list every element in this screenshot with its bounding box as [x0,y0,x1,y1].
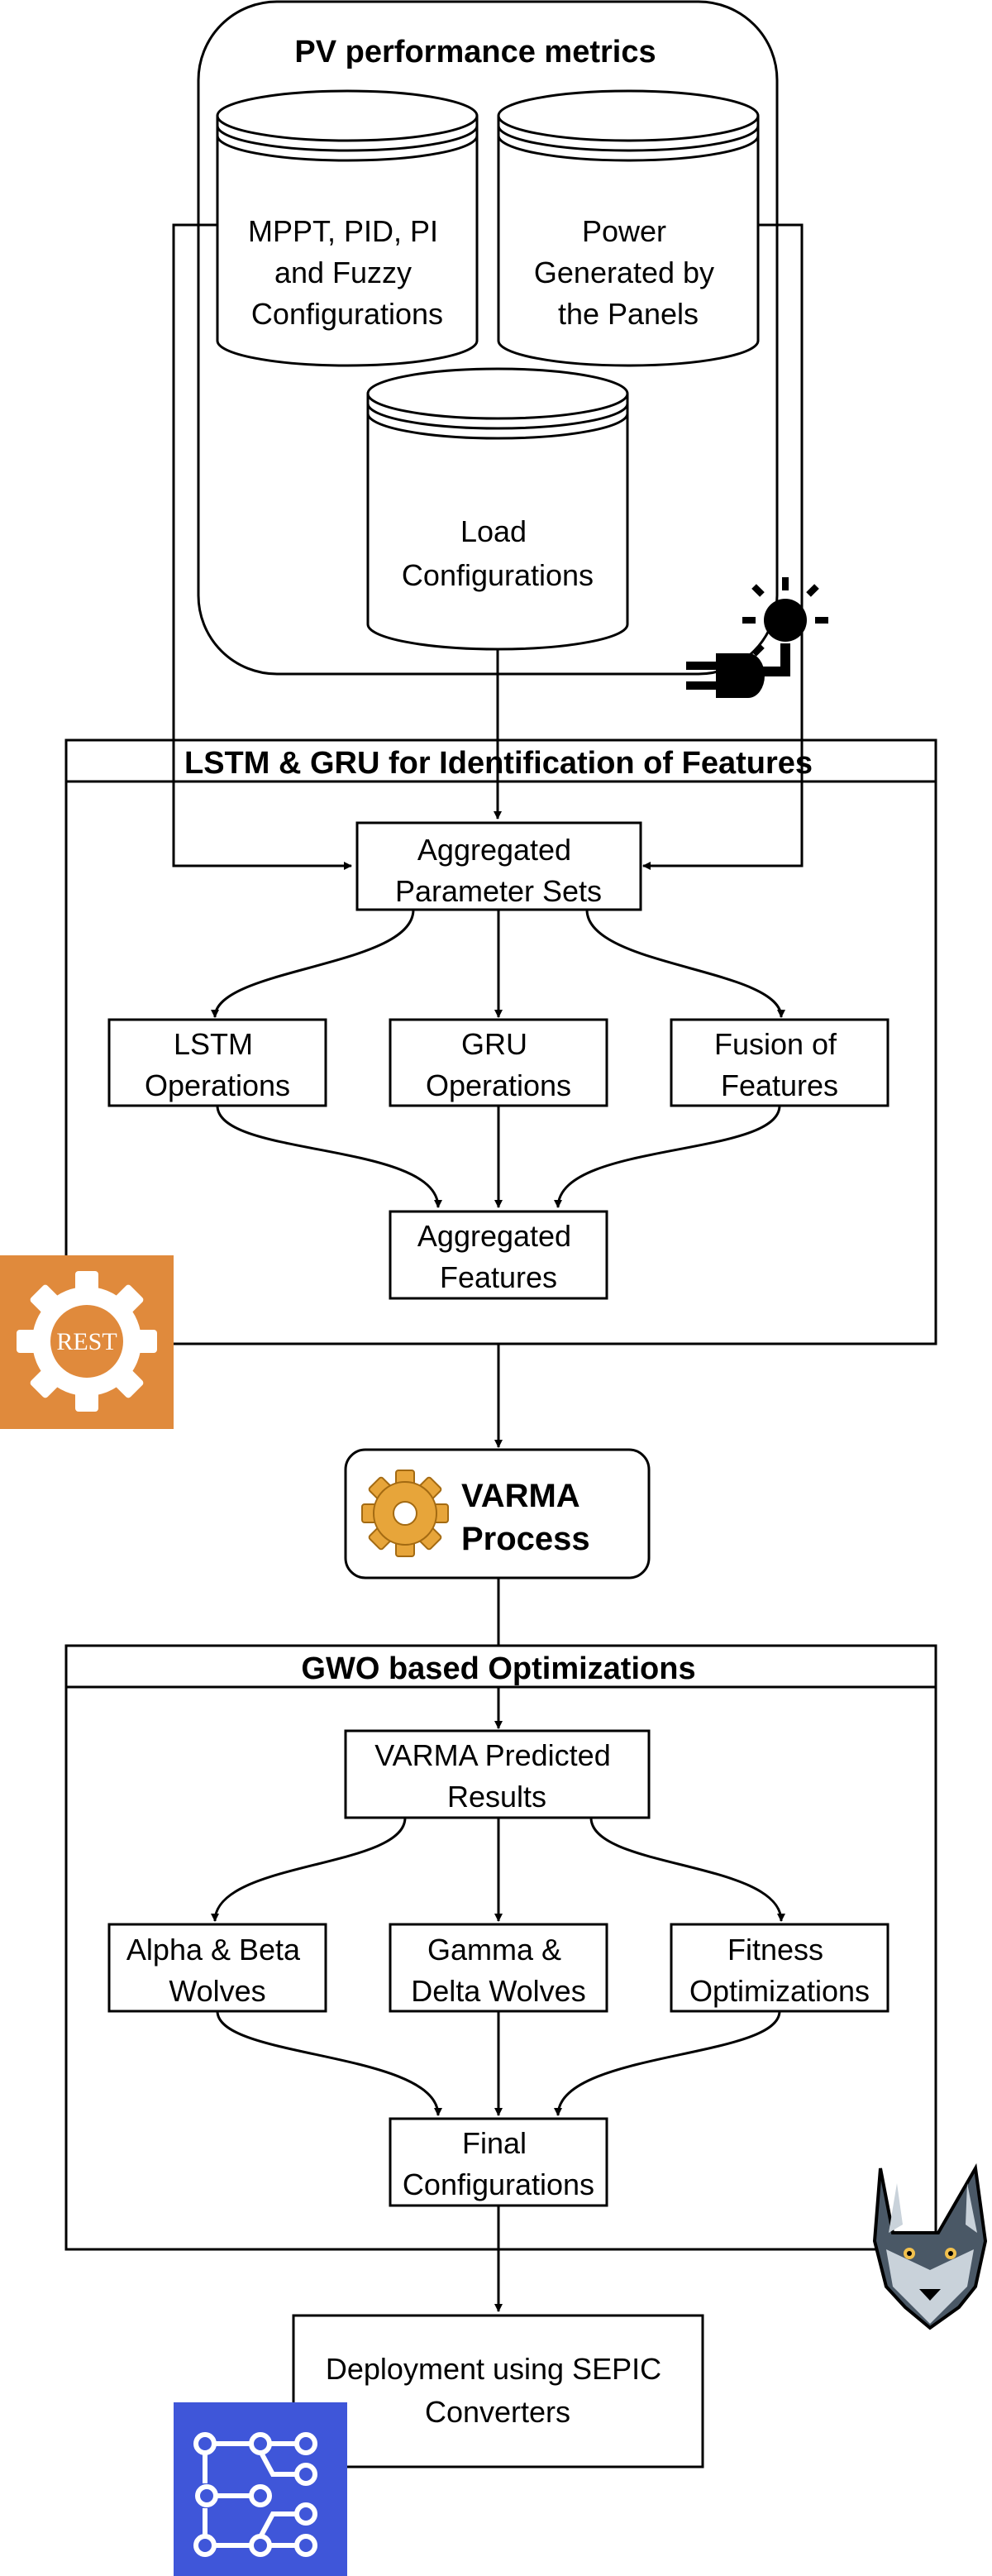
aggregated-features-line1: Aggregated [417,1219,571,1253]
svg-text:Fitness Optimizations: Fitness Optimizations [689,1933,870,2008]
gear-icon [361,1470,449,1557]
cyl-config-line1: MPPT, PID, PI [248,214,438,248]
lstm-connectors [211,909,785,1208]
fusion-line2: Features [721,1068,838,1102]
final-config-box: Final Configurations [389,2117,608,2207]
gwo-connectors [211,1817,785,2116]
svg-text:Final Configurations: Final Configurations [403,2126,594,2201]
network-icon [174,2402,347,2576]
lstm-ops-box: LSTM Operations [107,1018,327,1107]
wolf-icon [872,2163,988,2330]
svg-text:LSTM Operations: LSTM Operations [145,1027,290,1102]
rest-gear-icon: REST [0,1255,174,1429]
svg-text:MPPT, PID, PI and Fuzzy: MPPT, PID, PI and Fuzzy Configurations [248,214,446,331]
gamma-delta-line1: Gamma & [427,1933,561,1967]
cyl-power-line1: Power [582,214,666,248]
svg-text:Gamma & Delta Wolves: Gamma & Delta Wolves [411,1933,585,2008]
aggregated-params-line2: Parameter Sets [395,874,602,908]
lstm-section-frame [64,738,937,1345]
cyl-config-line2: and Fuzzy [274,256,412,289]
deployment-box: Deployment using SEPIC Converters [292,2314,704,2468]
gru-ops-line2: Operations [426,1068,571,1102]
cyl-power-line2: Generated by [534,256,714,289]
fusion-line1: Fusion of [714,1027,837,1061]
alpha-beta-line1: Alpha & Beta [126,1933,301,1967]
aggregated-features-line2: Features [440,1260,557,1294]
gru-ops-line1: GRU [461,1027,527,1061]
gwo-section-frame [64,1644,937,2251]
cylinder-configurations: MPPT, PID, PI and Fuzzy Configurations [216,89,479,367]
fitness-box: Fitness Optimizations [670,1923,889,2013]
gru-ops-box: GRU Operations [389,1018,608,1107]
svg-text:VARMA Predicted Results: VARMA Predicted Results [374,1738,618,1814]
cyl-load-line1: Load [460,514,527,548]
final-line1: Final [462,2126,527,2160]
lstm-ops-line2: Operations [145,1068,290,1102]
predicted-line1: VARMA Predicted [374,1738,610,1772]
svg-text:VARMA Process: VARMA Process [461,1478,590,1557]
alpha-beta-line2: Wolves [169,1974,265,2008]
cyl-load-line2: Configurations [402,558,594,592]
varma-line1: VARMA [461,1478,579,1514]
pv-metrics-title: PV performance metrics [294,35,656,69]
final-line2: Configurations [403,2167,594,2201]
aggregated-params-line1: Aggregated [417,833,571,867]
fitness-line1: Fitness [727,1933,823,1967]
svg-text:Power Generated by: Power Generated by the Panels [534,214,723,331]
rest-icon-label: REST [56,1328,117,1355]
gamma-delta-line2: Delta Wolves [411,1974,585,2008]
svg-text:Aggregated Features: Aggregated Features [417,1219,579,1294]
predicted-line2: Results [447,1780,546,1814]
cyl-config-line3: Configurations [251,297,443,331]
svg-text:Load Configurations: Load Configurations [402,514,594,592]
varma-line2: Process [461,1521,590,1557]
aggregated-features-box: Aggregated Features [389,1210,608,1300]
deployment-line2: Converters [425,2395,570,2429]
solar-plug-icon [686,577,828,698]
gamma-delta-box: Gamma & Delta Wolves [389,1923,608,2013]
fitness-line2: Optimizations [689,1974,870,2008]
svg-text:GRU Operations: GRU Operations [426,1027,571,1102]
deployment-line1: Deployment using SEPIC [326,2352,661,2386]
pv-metrics-container [197,0,779,676]
cylinder-power: Power Generated by the Panels [497,89,760,367]
svg-text:Alpha & Beta Wolves: Alpha & Beta Wolves [126,1933,308,2008]
svg-text:Aggregated Parameter Set: Aggregated Parameter Sets [395,833,602,908]
alpha-beta-box: Alpha & Beta Wolves [107,1923,327,2013]
cyl-power-line3: the Panels [558,297,699,331]
svg-text:Fusion of Features: Fusion of Features [714,1027,845,1102]
varma-process-box: VARMA Process [344,1448,651,1580]
gwo-section-title: GWO based Optimizations [301,1651,695,1686]
aggregated-params-box: Aggregated Parameter Sets [355,821,642,911]
fusion-box: Fusion of Features [670,1018,889,1107]
cylinder-load: Load Configurations [366,367,629,651]
lstm-section-title: LSTM & GRU for Identification of Feature… [184,746,813,781]
varma-predicted-box: VARMA Predicted Results [344,1729,651,1819]
top-connectors [172,223,804,870]
svg-text:Deployment using SEPIC C: Deployment using SEPIC Converters [326,2352,670,2429]
lstm-ops-line1: LSTM [174,1027,253,1061]
